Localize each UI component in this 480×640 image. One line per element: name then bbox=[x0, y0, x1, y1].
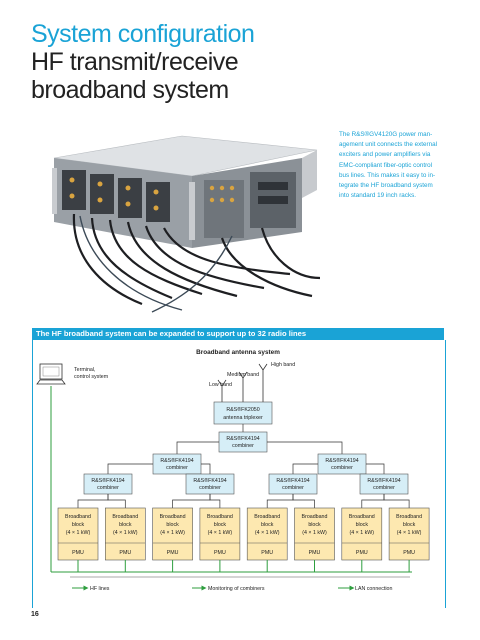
page-number: 16 bbox=[31, 611, 39, 618]
combiner-low-label-1: R&S®FK4194 bbox=[193, 477, 226, 484]
diagram-banner: The HF broadband system can be expanded … bbox=[32, 328, 444, 340]
broadband-block bbox=[246, 507, 288, 561]
pmu-label: PMU bbox=[167, 550, 179, 556]
terminal-icon bbox=[36, 363, 66, 385]
combiner-mid-left-label-2: combiner bbox=[166, 465, 188, 471]
broadband-block-label: (4 × 1 kW) bbox=[350, 530, 375, 536]
broadband-block-label: (4 × 1 kW) bbox=[302, 530, 327, 536]
broadband-block-label: block bbox=[308, 522, 321, 528]
combiner-top-box bbox=[218, 431, 268, 453]
broadband-block-label: (4 × 1 kW) bbox=[255, 530, 280, 536]
broadband-block-label: (4 × 1 kW) bbox=[160, 530, 185, 536]
combiner-mid-right-box bbox=[317, 453, 367, 475]
photo-caption: The R&S®GV4120G power man- agement unit … bbox=[339, 130, 454, 201]
legend-monitoring: Monitoring of combiners bbox=[208, 586, 265, 592]
combiner-low-box bbox=[83, 473, 133, 495]
combiner-low-label-2: combiner bbox=[199, 485, 221, 491]
combiner-mid-left-label-1: R&S®FK4194 bbox=[160, 457, 193, 464]
broadband-block-label: block bbox=[403, 522, 416, 528]
pmu-label: PMU bbox=[356, 550, 368, 556]
pmu-label: PMU bbox=[119, 550, 131, 556]
pmu-label: PMU bbox=[403, 550, 415, 556]
combiner-low-box bbox=[268, 473, 318, 495]
broadband-block-label: (4 × 1 kW) bbox=[113, 530, 138, 536]
caption-line: bus lines. This makes it easy to in- bbox=[339, 171, 436, 179]
broadband-block bbox=[388, 507, 430, 561]
medium-band-antenna-icon bbox=[238, 371, 248, 402]
broadband-block-label: block bbox=[356, 522, 369, 528]
combiner-low-box bbox=[359, 473, 409, 495]
pmu-label: PMU bbox=[72, 550, 84, 556]
broadband-block-label: Broadband bbox=[349, 514, 375, 520]
pmu-label: PMU bbox=[214, 550, 226, 556]
title-line-1: System configuration bbox=[31, 20, 255, 48]
broadband-block-label: Broadband bbox=[207, 514, 233, 520]
combiner-low-label-2: combiner bbox=[282, 485, 304, 491]
combiner-mid-right-label-1: R&S®FK4194 bbox=[325, 457, 358, 464]
title-line-2: HF transmit/receive bbox=[31, 48, 239, 76]
system-diagram: Broadband antenna system Terminal, contr… bbox=[36, 349, 430, 592]
caption-line: agement unit connects the external bbox=[339, 141, 438, 149]
antenna-system-label: Broadband antenna system bbox=[196, 349, 280, 356]
legend-lan: LAN connection bbox=[355, 586, 392, 592]
medium-band-label: Medium band bbox=[227, 372, 259, 378]
broadband-block-label: block bbox=[119, 522, 132, 528]
broadband-block-label: block bbox=[214, 522, 227, 528]
caption-line: EMC-compliant fiber-optic control bbox=[339, 161, 433, 169]
terminal-label-line-1: Terminal, bbox=[74, 367, 96, 373]
broadband-block bbox=[341, 507, 383, 561]
combiner-low-label-2: combiner bbox=[373, 485, 395, 491]
combiner-top-label-2: combiner bbox=[232, 443, 254, 449]
high-band-antenna-icon bbox=[258, 363, 268, 402]
combiner-top-label-1: R&S®FK4194 bbox=[226, 435, 259, 442]
caption-line: into standard 19 inch racks. bbox=[339, 192, 417, 200]
broadband-block-label: (4 × 1 kW) bbox=[208, 530, 233, 536]
broadband-block-label: (4 × 1 kW) bbox=[397, 530, 422, 536]
combiner-low-label-1: R&S®FK4194 bbox=[367, 477, 400, 484]
combiner-low-box bbox=[185, 473, 235, 495]
low-band-antenna-icon bbox=[217, 379, 227, 402]
broadband-block-label: Broadband bbox=[112, 514, 138, 520]
high-band-label: High band bbox=[271, 362, 295, 368]
broadband-block-label: block bbox=[72, 522, 85, 528]
legend-hf-lines: HF lines bbox=[90, 586, 110, 592]
terminal-label-line-2: control system bbox=[74, 374, 109, 380]
broadband-block-label: Broadband bbox=[302, 514, 328, 520]
triplexer-label-line-1: R&S®FK2050 bbox=[226, 406, 259, 413]
diagram-frame bbox=[32, 340, 446, 608]
broadband-block-label: (4 × 1 kW) bbox=[66, 530, 91, 536]
low-band-label: Low band bbox=[209, 382, 232, 388]
broadband-block bbox=[105, 507, 146, 561]
triplexer-label-line-2: antenna triplexer bbox=[223, 415, 263, 421]
broadband-block-label: Broadband bbox=[396, 514, 422, 520]
combiner-low-label-2: combiner bbox=[97, 485, 119, 491]
combiner-low-label-1: R&S®FK4194 bbox=[276, 477, 309, 484]
broadband-block bbox=[199, 507, 241, 561]
title-line-3: broadband system bbox=[31, 76, 229, 104]
page-title: System configuration HF transmit/receive… bbox=[31, 20, 351, 104]
caption-line: tegrate the HF broadband system bbox=[339, 182, 433, 190]
combiner-mid-left-box bbox=[152, 453, 202, 475]
caption-line: exciters and power amplifiers via bbox=[339, 151, 431, 159]
pmu-label: PMU bbox=[309, 550, 321, 556]
broadband-block-label: Broadband bbox=[65, 514, 91, 520]
broadband-block-label: Broadband bbox=[254, 514, 280, 520]
broadband-block-label: Broadband bbox=[160, 514, 186, 520]
pmu-label: PMU bbox=[261, 550, 273, 556]
equipment-photo bbox=[32, 128, 322, 314]
combiner-mid-right-label-2: combiner bbox=[331, 465, 353, 471]
combiner-low-label-1: R&S®FK4194 bbox=[91, 477, 124, 484]
broadband-block-label: block bbox=[166, 522, 179, 528]
broadband-block bbox=[294, 507, 335, 561]
caption-line: The R&S®GV4120G power man- bbox=[339, 131, 433, 138]
broadband-block-label: block bbox=[261, 522, 274, 528]
